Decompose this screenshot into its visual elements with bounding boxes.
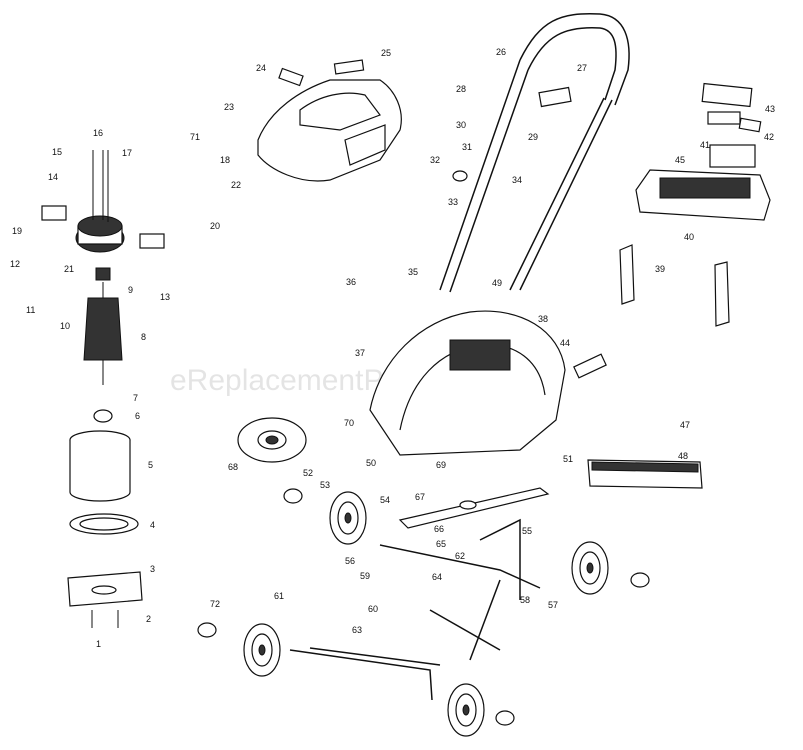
part-label: 44 [560, 338, 570, 348]
part-label: 13 [160, 292, 170, 302]
wheel-rear-right [447, 683, 485, 737]
part-label: 54 [380, 495, 390, 505]
part-label: 25 [381, 48, 391, 58]
part-label: 19 [12, 226, 22, 236]
mower-deck [369, 310, 607, 456]
part-label: 11 [26, 305, 35, 315]
hub-cap [197, 622, 217, 638]
front-axle-assembly [379, 518, 541, 661]
part-label: 55 [522, 526, 532, 536]
part-label: 57 [548, 600, 558, 610]
part-label: 62 [455, 551, 465, 561]
part-label: 70 [344, 418, 354, 428]
part-label: 61 [274, 591, 284, 601]
part-labels: 1 2 3 4 5 6 7 8 9 10 11 12 13 14 15 16 1… [10, 47, 775, 649]
control-box-assembly [619, 82, 771, 327]
part-label: 71 [190, 132, 200, 142]
part-label: 3 [150, 564, 155, 574]
hub-cap [283, 488, 303, 504]
handle-assembly [439, 12, 630, 293]
part-label: 51 [563, 454, 573, 464]
part-label: 60 [368, 604, 378, 614]
part-label: 28 [456, 84, 466, 94]
part-label: 39 [655, 264, 665, 274]
part-label: 72 [210, 599, 220, 609]
part-label: 9 [128, 285, 133, 295]
part-label: 10 [60, 321, 70, 331]
part-label: 7 [133, 393, 138, 403]
part-label: 34 [512, 175, 522, 185]
part-label: 16 [93, 128, 103, 138]
part-label: 29 [528, 132, 538, 142]
part-label: 26 [496, 47, 506, 57]
part-label: 37 [355, 348, 365, 358]
part-label: 33 [448, 197, 458, 207]
part-label: 2 [146, 614, 151, 624]
part-label: 56 [345, 556, 355, 566]
part-label: 68 [228, 462, 238, 472]
part-label: 23 [224, 102, 234, 112]
part-label: 36 [346, 277, 356, 287]
hub-cap [630, 572, 650, 588]
part-label: 53 [320, 480, 330, 490]
part-label: 45 [675, 155, 685, 165]
part-label: 8 [141, 332, 146, 342]
cutting-blade [398, 487, 550, 529]
part-label: 12 [10, 259, 20, 269]
part-label: 38 [538, 314, 548, 324]
part-label: 15 [52, 147, 62, 157]
part-label: 18 [220, 155, 230, 165]
wheel-front-right [571, 541, 609, 595]
part-label: 40 [684, 232, 694, 242]
part-label: 59 [360, 571, 370, 581]
part-label: 30 [456, 120, 466, 130]
part-label: 27 [577, 63, 587, 73]
part-label: 6 [135, 411, 140, 421]
part-label: 67 [415, 492, 425, 502]
part-label: 69 [436, 460, 446, 470]
wheel-front-left [329, 491, 367, 545]
part-label: 41 [700, 140, 710, 150]
part-label: 21 [64, 264, 74, 274]
part-label: 47 [680, 420, 690, 430]
part-label: 5 [148, 460, 153, 470]
part-label: 48 [678, 451, 688, 461]
part-label: 17 [122, 148, 132, 158]
part-label: 66 [434, 524, 444, 534]
rear-axle-assembly [289, 647, 441, 701]
wheel-rear-left [243, 623, 281, 677]
part-label: 49 [492, 278, 502, 288]
cooling-fan [237, 417, 307, 463]
part-label: 64 [432, 572, 442, 582]
part-label: 65 [436, 539, 446, 549]
motor-assembly [41, 150, 165, 628]
hub-cap [495, 710, 515, 726]
part-label: 58 [520, 595, 530, 605]
part-label: 22 [231, 180, 241, 190]
part-label: 31 [462, 142, 472, 152]
part-label: 35 [408, 267, 418, 277]
hood-cover-assembly [257, 59, 402, 182]
part-label: 32 [430, 155, 440, 165]
part-label: 1 [96, 639, 101, 649]
part-label: 20 [210, 221, 220, 231]
part-label: 43 [765, 104, 775, 114]
part-label: 14 [48, 172, 58, 182]
part-label: 42 [764, 132, 774, 142]
part-label: 4 [150, 520, 155, 530]
part-label: 63 [352, 625, 362, 635]
rear-deflector [587, 459, 703, 489]
part-label: 24 [256, 63, 266, 73]
part-label: 52 [303, 468, 313, 478]
part-label: 50 [366, 458, 376, 468]
